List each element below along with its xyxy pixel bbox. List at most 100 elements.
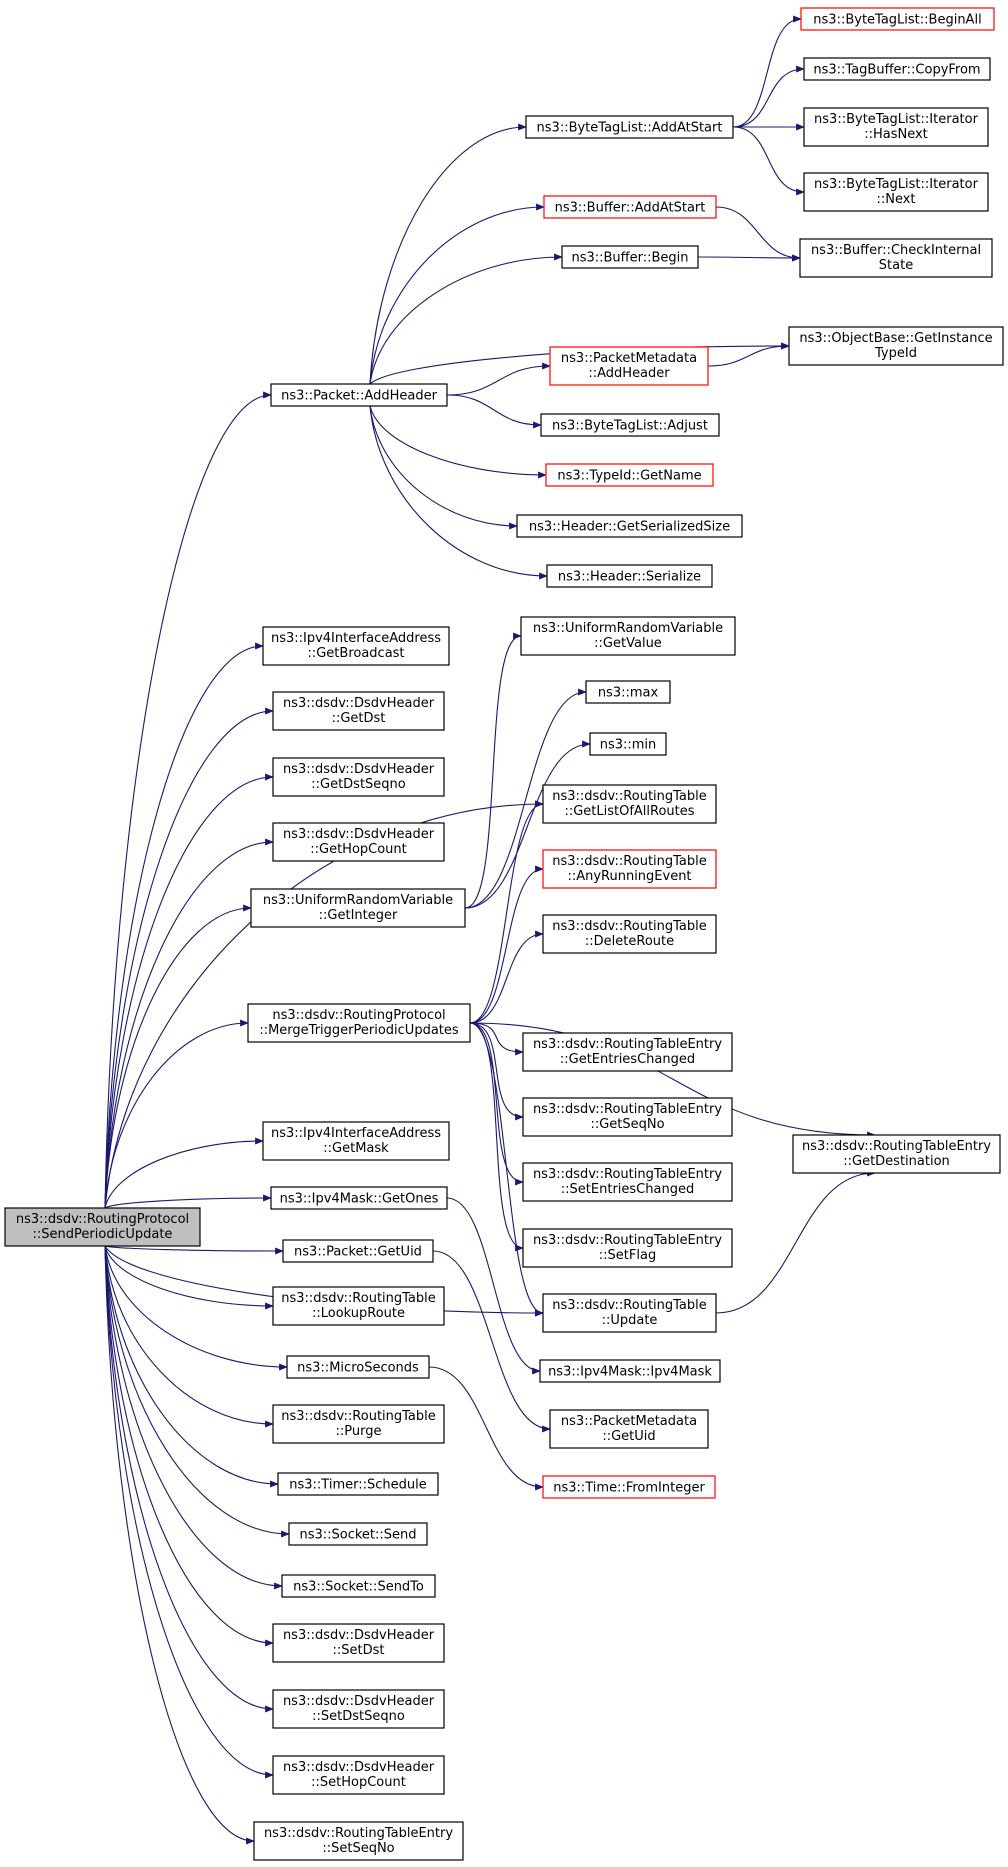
node-box bbox=[272, 1286, 445, 1326]
graph-node-sendTo[interactable]: ns3::Socket::SendTo bbox=[281, 1574, 436, 1598]
edge-root-to-send bbox=[104, 1245, 290, 1538]
graph-node-setSeqNo[interactable]: ns3::dsdv::RoutingTableEntry::SetSeqNo bbox=[253, 1821, 464, 1861]
graph-node-getDestination[interactable]: ns3::dsdv::RoutingTableEntry::GetDestina… bbox=[792, 1134, 1001, 1174]
node-box bbox=[272, 1755, 445, 1795]
graph-node-hdrSerialize[interactable]: ns3::Header::Serialize bbox=[546, 564, 713, 588]
graph-node-send[interactable]: ns3::Socket::Send bbox=[288, 1522, 428, 1546]
node-label: ns3::dsdv::DsdvHeader bbox=[283, 1760, 435, 1775]
graph-node-timeFromInteger[interactable]: ns3::Time::FromInteger bbox=[542, 1475, 716, 1499]
graph-node-getListOfAllRoutes[interactable]: ns3::dsdv::RoutingTable::GetListOfAllRou… bbox=[542, 784, 717, 824]
graph-node-btlAdjust[interactable]: ns3::ByteTagList::Adjust bbox=[540, 413, 720, 437]
edge-root-to-getUid bbox=[104, 1245, 284, 1255]
graph-node-max[interactable]: ns3::max bbox=[585, 680, 671, 704]
graph-node-setEntriesChanged[interactable]: ns3::dsdv::RoutingTableEntry::SetEntries… bbox=[522, 1162, 733, 1202]
graph-node-typeIdGetName[interactable]: ns3::TypeId::GetName bbox=[545, 463, 714, 487]
node-box bbox=[522, 1228, 733, 1268]
edge-root-to-getDstSeqno bbox=[104, 773, 274, 1209]
graph-node-deleteRoute[interactable]: ns3::dsdv::RoutingTable::DeleteRoute bbox=[542, 914, 717, 954]
node-label: ::SetFlag bbox=[599, 1248, 656, 1263]
graph-node-addHeader[interactable]: ns3::Packet::AddHeader bbox=[270, 383, 448, 407]
node-label: ns3::PacketMetadata bbox=[561, 1414, 697, 1429]
graph-node-setFlag[interactable]: ns3::dsdv::RoutingTableEntry::SetFlag bbox=[522, 1228, 733, 1268]
graph-node-getDstSeqno[interactable]: ns3::dsdv::DsdvHeader::GetDstSeqno bbox=[272, 757, 445, 797]
edge-addHeader-to-bufBegin bbox=[369, 253, 563, 385]
node-box bbox=[792, 1134, 1001, 1174]
graph-node-setDst[interactable]: ns3::dsdv::DsdvHeader::SetDst bbox=[272, 1623, 445, 1663]
edge-addHeader-to-hdrSerialize bbox=[369, 405, 548, 580]
node-label: ns3::Ipv4InterfaceAddress bbox=[271, 1126, 441, 1141]
edge-mergeTrigger-to-getSeqNo bbox=[469, 1022, 524, 1121]
node-label: ns3::Socket::SendTo bbox=[293, 1580, 424, 1595]
edge-mergeTrigger-to-deleteRoute bbox=[469, 930, 544, 1024]
node-label: ns3::dsdv::RoutingProtocol bbox=[272, 1008, 445, 1023]
graph-node-getDst[interactable]: ns3::dsdv::DsdvHeader::GetDst bbox=[272, 691, 445, 731]
graph-node-itNext[interactable]: ns3::ByteTagList::Iterator::Next bbox=[803, 172, 989, 212]
graph-node-min[interactable]: ns3::min bbox=[589, 732, 667, 756]
node-box bbox=[589, 732, 667, 756]
node-label: ::Purge bbox=[336, 1424, 382, 1439]
node-box bbox=[546, 564, 713, 588]
node-box bbox=[272, 1689, 445, 1729]
graph-node-btlBeginAll[interactable]: ns3::ByteTagList::BeginAll bbox=[800, 7, 995, 31]
graph-node-setDstSeqno[interactable]: ns3::dsdv::DsdvHeader::SetDstSeqno bbox=[272, 1689, 445, 1729]
graph-node-getOnes[interactable]: ns3::Ipv4Mask::GetOnes bbox=[270, 1186, 448, 1210]
node-box bbox=[542, 914, 717, 954]
node-box bbox=[540, 413, 720, 437]
graph-node-root[interactable]: ns3::dsdv::RoutingProtocol::SendPeriodic… bbox=[4, 1207, 201, 1247]
node-label: ::GetDestination bbox=[843, 1154, 950, 1169]
graph-node-tbCopyFrom[interactable]: ns3::TagBuffer::CopyFrom bbox=[803, 57, 991, 81]
node-box bbox=[800, 7, 995, 31]
node-box bbox=[542, 1475, 716, 1499]
node-label: ns3::dsdv::DsdvHeader bbox=[283, 762, 435, 777]
graph-node-btlAddAtStart[interactable]: ns3::ByteTagList::AddAtStart bbox=[525, 115, 734, 139]
node-label: ns3::UniformRandomVariable bbox=[533, 621, 723, 636]
graph-node-itHasNext[interactable]: ns3::ByteTagList::Iterator::HasNext bbox=[803, 107, 989, 147]
graph-node-pmAddHeader[interactable]: ns3::PacketMetadata::AddHeader bbox=[549, 346, 709, 386]
graph-node-getBroadcast[interactable]: ns3::Ipv4InterfaceAddress::GetBroadcast bbox=[262, 626, 450, 666]
graph-node-getMask[interactable]: ns3::Ipv4InterfaceAddress::GetMask bbox=[262, 1121, 450, 1161]
graph-node-getUid[interactable]: ns3::Packet::GetUid bbox=[282, 1239, 434, 1263]
edge-root-to-sendTo bbox=[104, 1245, 283, 1590]
graph-node-rtUpdate[interactable]: ns3::dsdv::RoutingTable::Update bbox=[542, 1293, 717, 1333]
node-label: ns3::Header::GetSerializedSize bbox=[529, 520, 730, 535]
node-label: ns3::dsdv::RoutingTableEntry bbox=[802, 1139, 991, 1154]
edge-btlAddAtStart-to-itNext bbox=[732, 126, 805, 196]
node-box bbox=[247, 1003, 471, 1043]
node-label: ns3::PacketMetadata bbox=[561, 351, 697, 366]
node-label: ns3::dsdv::DsdvHeader bbox=[283, 1628, 435, 1643]
node-label: ns3::Timer::Schedule bbox=[289, 1478, 426, 1493]
graph-node-getEntriesChanged[interactable]: ns3::dsdv::RoutingTableEntry::GetEntries… bbox=[522, 1032, 733, 1072]
graph-node-ipv4Mask[interactable]: ns3::Ipv4Mask::Ipv4Mask bbox=[539, 1359, 721, 1383]
node-box bbox=[272, 822, 445, 862]
node-box bbox=[270, 1186, 448, 1210]
graph-node-setHopCount[interactable]: ns3::dsdv::DsdvHeader::SetHopCount bbox=[272, 1755, 445, 1795]
graph-node-anyRunningEvent[interactable]: ns3::dsdv::RoutingTable::AnyRunningEvent bbox=[542, 849, 717, 889]
graph-node-hdrGetSerSize[interactable]: ns3::Header::GetSerializedSize bbox=[516, 514, 743, 538]
graph-node-pmGetUid[interactable]: ns3::PacketMetadata::GetUid bbox=[549, 1409, 709, 1449]
node-layer: ns3::dsdv::RoutingProtocol::SendPeriodic… bbox=[4, 7, 1004, 1861]
node-label: State bbox=[879, 258, 913, 273]
edge-bufBegin-to-bufCheckInternal bbox=[697, 254, 801, 262]
graph-node-schedule[interactable]: ns3::Timer::Schedule bbox=[277, 1472, 439, 1496]
graph-node-getInteger[interactable]: ns3::UniformRandomVariable::GetInteger bbox=[250, 888, 466, 928]
graph-node-urvGetValue[interactable]: ns3::UniformRandomVariable::GetValue bbox=[520, 616, 736, 656]
node-box bbox=[272, 1404, 445, 1444]
graph-node-bufBegin[interactable]: ns3::Buffer::Begin bbox=[561, 245, 699, 269]
graph-node-lookupRoute[interactable]: ns3::dsdv::RoutingTable::LookupRoute bbox=[272, 1286, 445, 1326]
graph-node-getSeqNo[interactable]: ns3::dsdv::RoutingTableEntry::GetSeqNo bbox=[522, 1097, 733, 1137]
graph-node-purge[interactable]: ns3::dsdv::RoutingTable::Purge bbox=[272, 1404, 445, 1444]
edge-getOnes-to-ipv4Mask bbox=[446, 1197, 541, 1375]
node-box bbox=[542, 1293, 717, 1333]
edge-addHeader-to-typeIdGetName bbox=[369, 405, 547, 479]
node-label: ::GetListOfAllRoutes bbox=[564, 804, 694, 819]
node-box bbox=[262, 1121, 450, 1161]
graph-node-getHopCount[interactable]: ns3::dsdv::DsdvHeader::GetHopCount bbox=[272, 822, 445, 862]
node-label: ::AddHeader bbox=[588, 366, 670, 381]
node-box bbox=[262, 626, 450, 666]
graph-node-bufAddAtStart[interactable]: ns3::Buffer::AddAtStart bbox=[543, 195, 717, 219]
graph-node-microSeconds[interactable]: ns3::MicroSeconds bbox=[286, 1355, 430, 1379]
graph-node-mergeTrigger[interactable]: ns3::dsdv::RoutingProtocol::MergeTrigger… bbox=[247, 1003, 471, 1043]
node-label: ns3::dsdv::DsdvHeader bbox=[283, 1694, 435, 1709]
